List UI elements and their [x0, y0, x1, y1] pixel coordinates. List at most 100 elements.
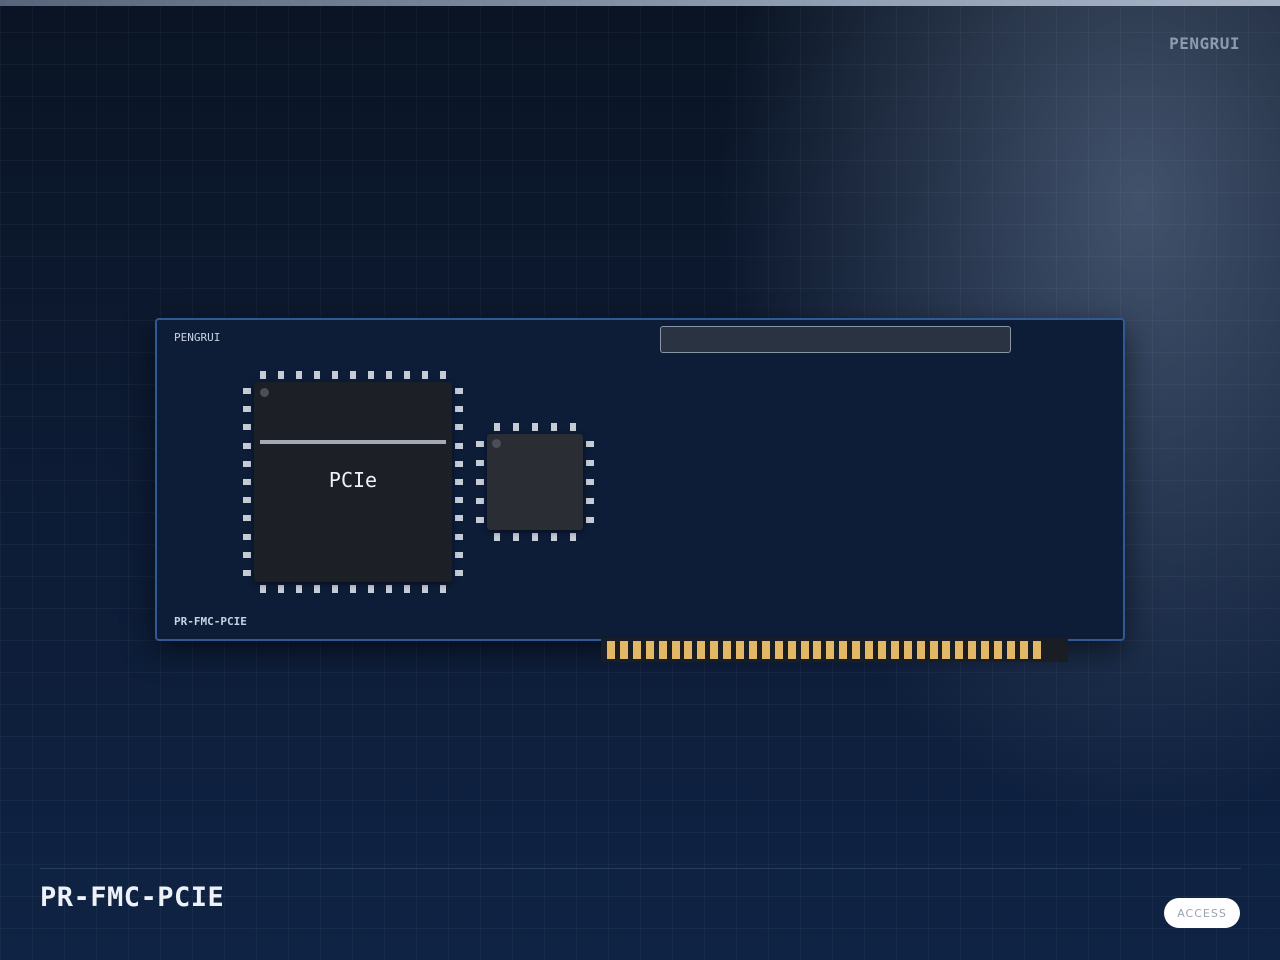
chip-pin	[455, 533, 463, 540]
pcie-chip-label: PCIe	[328, 468, 378, 492]
chip-pin	[386, 371, 392, 379]
gold-contact	[736, 641, 744, 659]
chip-pin	[296, 371, 302, 379]
board-model-label: PR-FMC-PCIE	[174, 615, 247, 628]
gold-contact	[916, 641, 925, 659]
product-title: PR-FMC-PCIE	[40, 882, 225, 913]
gold-contact	[723, 641, 732, 659]
chip-pin	[440, 585, 446, 593]
chip-pin	[455, 569, 463, 576]
gold-contact	[890, 641, 899, 659]
chip-pin	[332, 585, 338, 593]
chip-pin	[476, 440, 484, 447]
chip-pin	[512, 533, 519, 541]
chip-pin	[512, 423, 519, 431]
chip-pin	[243, 424, 251, 431]
gold-contact	[865, 641, 873, 659]
chip-pin	[243, 406, 251, 413]
chip-pin	[551, 423, 558, 431]
gold-contact	[761, 641, 770, 659]
gold-contact	[929, 641, 938, 659]
gold-contact	[800, 641, 809, 659]
chip-pin	[570, 423, 577, 431]
chip-pin	[368, 371, 374, 379]
chip-pin	[455, 479, 463, 485]
chip-pin	[493, 423, 500, 431]
chip-pin	[314, 585, 320, 593]
chip-marking-bar	[260, 440, 446, 444]
brand-logo[interactable]: PENGRUI	[1169, 34, 1240, 53]
gold-contact	[877, 641, 886, 659]
gold-contact	[813, 641, 822, 659]
chip-pin	[368, 585, 374, 593]
chip-pin	[476, 459, 484, 466]
chip-pin	[455, 388, 463, 395]
chip-pin	[243, 442, 251, 449]
chip-pin	[404, 371, 410, 379]
chip-pin	[455, 442, 463, 449]
chip-pin	[243, 460, 251, 467]
chip-pin	[476, 479, 484, 485]
secondary-chip	[487, 434, 583, 530]
gold-contact	[1019, 641, 1028, 659]
gold-contact	[671, 641, 680, 659]
chip-pin	[243, 515, 251, 522]
access-button[interactable]: ACCESS	[1164, 898, 1240, 928]
gold-contact	[903, 641, 912, 659]
chip-pin	[260, 585, 266, 593]
gold-contact	[826, 641, 835, 659]
gold-contact	[1032, 641, 1041, 659]
gold-contact	[994, 641, 1002, 659]
chip-pin	[243, 551, 251, 558]
chip-pin	[455, 551, 463, 558]
chip-pin	[243, 533, 251, 540]
chip-pin	[422, 585, 428, 593]
pin1-marker	[492, 439, 501, 448]
chip-pin	[278, 371, 284, 379]
pcie-chip: PCIe	[254, 382, 452, 582]
chip-pin	[243, 569, 251, 576]
chip-pin	[314, 371, 320, 379]
pcb-board-illustration: PENGRUI PCIe PR-FMC-PCIE	[155, 318, 1125, 641]
chip-pin	[551, 533, 558, 541]
chip-pin	[350, 585, 356, 593]
gold-contact	[619, 641, 628, 659]
gold-contact	[787, 641, 796, 659]
chip-pin	[455, 515, 463, 522]
gold-contact	[955, 641, 964, 659]
gold-contact	[632, 641, 641, 659]
chip-pin	[586, 440, 594, 447]
chip-pin	[532, 533, 538, 541]
chip-pin	[296, 585, 302, 593]
chip-pin	[350, 371, 356, 379]
chip-pin	[493, 533, 500, 541]
chip-pin	[532, 423, 538, 431]
chip-pin	[243, 388, 251, 395]
chip-pin	[455, 424, 463, 431]
footer-divider	[40, 868, 1241, 869]
gold-contact	[658, 641, 667, 659]
gold-contact	[981, 641, 990, 659]
chip-pin	[586, 479, 594, 485]
pin1-marker	[260, 388, 269, 397]
chip-pin	[422, 371, 428, 379]
chip-pin	[476, 517, 484, 524]
gold-contact	[697, 641, 706, 659]
gold-contact	[748, 641, 757, 659]
gold-contact	[1006, 641, 1015, 659]
chip-pin	[243, 497, 251, 504]
chip-pin	[386, 585, 392, 593]
chip-pin	[455, 497, 463, 504]
gold-contact	[968, 641, 977, 659]
chip-pin	[260, 371, 266, 379]
gold-contact	[710, 641, 719, 659]
chip-pin	[455, 460, 463, 467]
gold-contact	[684, 641, 693, 659]
chip-pin	[455, 406, 463, 413]
chip-pin	[586, 517, 594, 524]
gold-contact	[942, 641, 951, 659]
chip-pin	[570, 533, 577, 541]
top-accent-bar	[0, 0, 1280, 6]
chip-pin	[586, 498, 594, 505]
gold-contact	[774, 641, 783, 659]
